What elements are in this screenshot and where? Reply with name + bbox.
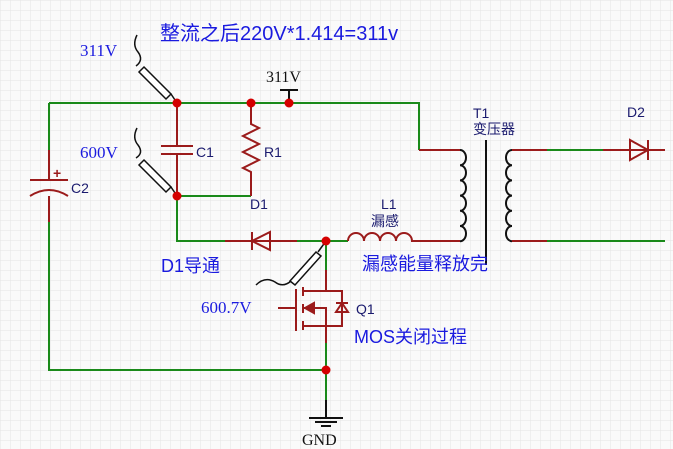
gnd-symbol [309,400,343,427]
r1-body [240,103,262,196]
gnd-bars [309,417,343,427]
q1-arrow [302,301,315,315]
wire-to-d1 [176,196,225,242]
leads [29,103,665,343]
junction-dot [284,98,294,108]
junction-dot [172,98,182,108]
l1-desc: 漏感 [371,213,399,229]
c2-plate-curved [29,189,69,197]
t1-desc: 变压器 [473,121,515,137]
t1-secondary-coil [505,149,513,243]
c1-body [161,103,193,196]
l1-inductor [347,232,418,242]
mos-off-note: MOS关闭过程 [354,327,467,347]
leakage-release-note: 漏感能量释放完 [362,254,488,274]
junction-dot [246,98,256,108]
probe-c1-cable [134,127,142,159]
t1-primary-coil [459,149,467,243]
c2-label: C2 [71,180,89,196]
probe-mos-body [288,250,323,287]
r1-label: R1 [264,144,282,160]
c2-plus-label: + [53,165,61,181]
d1-label: D1 [250,196,268,212]
probe-top-cable [134,34,142,67]
t1-secondary-leads [512,149,547,242]
net-311-label: 311V [266,69,301,86]
title-annotation: 整流之后220V*1.414=311v [160,22,398,45]
t1-label: T1 [473,105,490,121]
q1-label: Q1 [356,301,375,317]
probe-c1-reading: 600V [80,143,119,162]
d1-conduct-note: D1导通 [161,256,220,276]
d2-label: D2 [627,104,645,120]
junction-dot [321,236,331,246]
probe-mos-reading: 600.7V [201,298,252,317]
d2-triangle [629,138,651,162]
junctions [172,98,331,375]
probes [134,34,327,287]
wire-left-bottom [48,222,326,371]
t1-transformer [459,140,513,265]
junction-dot [321,365,331,375]
wire-top-rail [49,102,420,150]
probe-c1-body [137,158,173,194]
d1-triangle [249,230,271,252]
probe-top-body [137,65,173,101]
l1-label: L1 [381,196,397,212]
c2-body [30,150,68,222]
probe-mos-cable [255,278,292,286]
probe-top-reading: 311V [80,41,118,60]
junction-dot [172,191,182,201]
q1-diode-leads [326,290,343,327]
gnd-label: GND [302,432,337,449]
q1-diode-triangle [334,301,350,313]
c1-label: C1 [196,144,214,160]
